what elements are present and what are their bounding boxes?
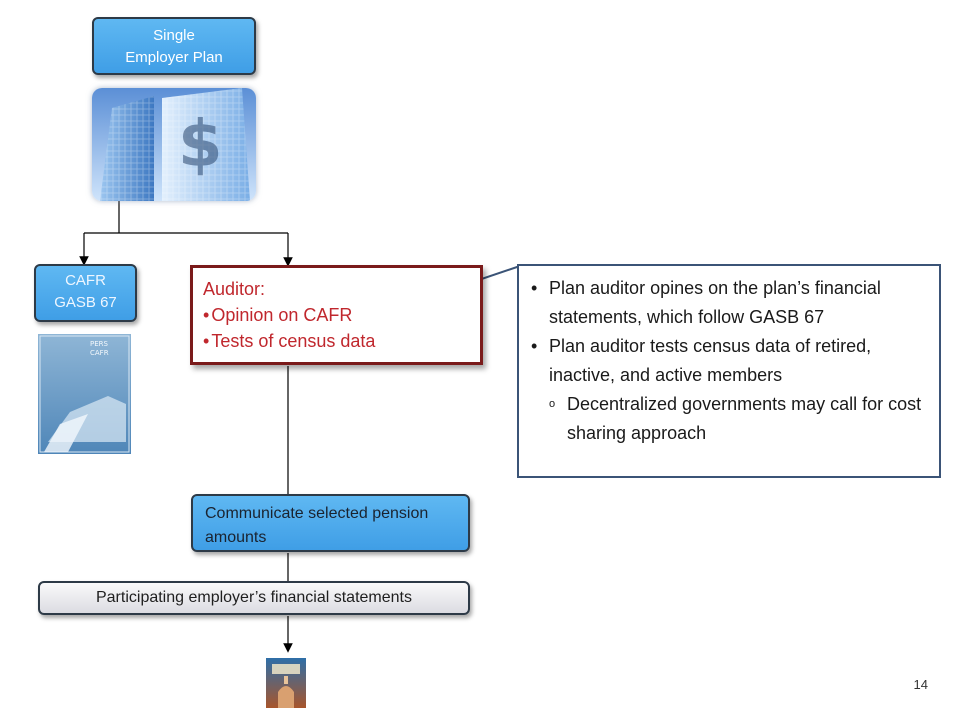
- note-opinion-text: Plan auditor opines on the plan’s financ…: [549, 278, 881, 327]
- cafr-line2: GASB 67: [54, 294, 117, 311]
- capitol-report-cover-image: [266, 658, 306, 708]
- cafr-line1: CAFR: [65, 272, 106, 289]
- auditor-box: Auditor: Opinion on CAFR Tests of census…: [190, 265, 483, 365]
- hollow-bullet-icon: o: [549, 398, 556, 410]
- bullet-icon: •: [531, 336, 538, 356]
- bullet-icon: •: [531, 278, 538, 298]
- single-employer-plan-box: Single Employer Plan: [92, 17, 256, 75]
- participating-text: Participating employer’s financial state…: [95, 589, 412, 606]
- communicate-pension-amounts-box: Communicate selected pension amounts: [191, 494, 470, 552]
- page-number: 14: [913, 677, 928, 692]
- flow-connectors: [79, 201, 293, 653]
- participating-employer-statements-box: Participating employer’s financial state…: [38, 581, 470, 615]
- pers-cover-line1: PERS: [90, 340, 109, 348]
- auditor-title: Auditor:: [203, 279, 266, 299]
- communicate-text: Communicate selected pension amounts: [205, 505, 429, 546]
- dollar-sign-icon: $: [178, 108, 223, 182]
- sub-note-item: o Decentralized governments may call for…: [531, 390, 929, 448]
- note-census-text: Plan auditor tests census data of retire…: [549, 336, 872, 385]
- skyscraper-dollar-image: $: [92, 88, 256, 201]
- single-plan-line2: Employer Plan: [125, 49, 223, 66]
- auditor-list: Opinion on CAFR Tests of census data: [203, 302, 480, 354]
- pers-cover-line2: CAFR: [90, 349, 109, 357]
- sub-note-text: Decentralized governments may call for c…: [567, 394, 922, 443]
- auditor-item-census-tests: Tests of census data: [203, 328, 480, 354]
- note-item: • Plan auditor opines on the plan’s fina…: [531, 274, 929, 332]
- pers-cafr-cover-image: PERS CAFR: [38, 334, 131, 454]
- single-plan-line1: Single: [153, 27, 195, 44]
- auditor-item-opinion: Opinion on CAFR: [203, 302, 480, 328]
- note-item: • Plan auditor tests census data of reti…: [531, 332, 929, 390]
- notes-callout-box: • Plan auditor opines on the plan’s fina…: [517, 264, 941, 478]
- cafr-gasb67-box: CAFR GASB 67: [34, 264, 137, 322]
